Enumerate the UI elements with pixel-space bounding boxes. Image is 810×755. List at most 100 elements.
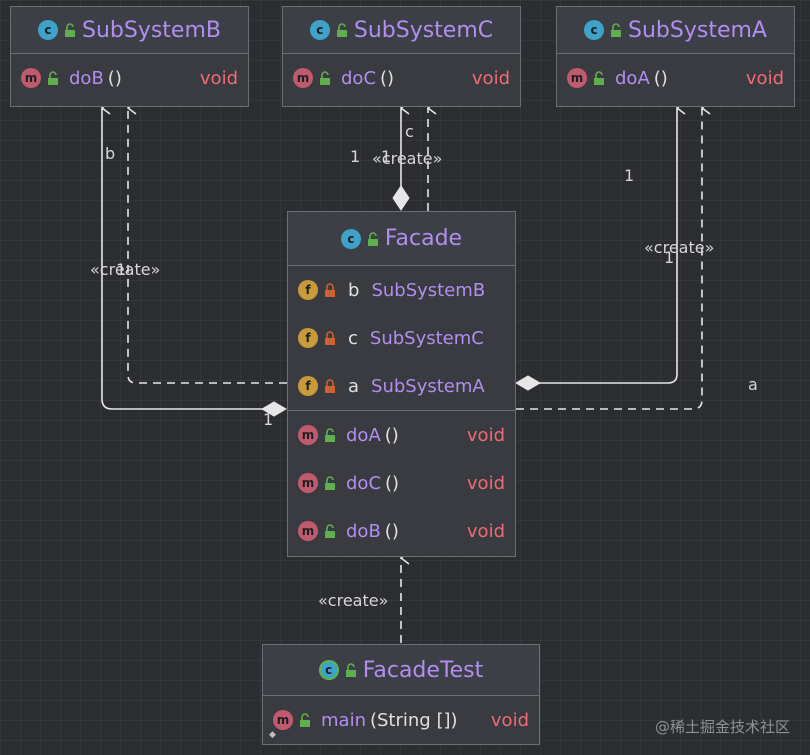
public-lock-icon bbox=[336, 23, 347, 37]
method-icon: m bbox=[273, 710, 293, 730]
method-row[interactable]: m doC () void bbox=[283, 54, 520, 102]
class-header: c SubSystemC bbox=[283, 7, 520, 54]
create-label-c: «create» bbox=[372, 149, 443, 168]
method-row[interactable]: m doA () void bbox=[557, 54, 794, 102]
private-lock-icon bbox=[325, 379, 335, 393]
private-lock-icon bbox=[325, 283, 335, 297]
association-b-line bbox=[102, 108, 272, 410]
return-type: void bbox=[745, 67, 784, 89]
method-params: () bbox=[380, 67, 395, 89]
field-type: SubSystemB bbox=[371, 279, 486, 301]
return-type: void bbox=[471, 67, 510, 89]
class-name: Facade bbox=[384, 226, 463, 251]
create-label-a: «create» bbox=[644, 238, 715, 257]
role-label-a: a bbox=[748, 375, 758, 394]
create-b-line bbox=[128, 108, 287, 384]
public-lock-icon bbox=[611, 23, 622, 37]
multiplicity-label-overlap: 1 bbox=[664, 248, 675, 267]
class-box-subsystem-c[interactable]: c SubSystemC m doC () void bbox=[282, 6, 521, 107]
method-row[interactable]: m main (String []) void ◆ bbox=[263, 696, 539, 744]
watermark: @稀土掘金技术社区 bbox=[654, 718, 790, 736]
field-row[interactable]: f c SubSystemC bbox=[288, 314, 515, 362]
class-name: SubSystemA bbox=[628, 17, 767, 43]
private-lock-icon bbox=[325, 331, 335, 345]
class-header: c SubSystemB bbox=[11, 7, 248, 54]
method-name: doA bbox=[615, 67, 650, 89]
return-type: void bbox=[466, 520, 505, 542]
field-icon: f bbox=[298, 328, 318, 348]
method-icon: m bbox=[21, 68, 41, 88]
method-params: () bbox=[384, 424, 399, 446]
class-name: SubSystemB bbox=[81, 17, 221, 43]
public-lock-icon bbox=[325, 476, 335, 490]
public-lock-icon bbox=[325, 428, 335, 442]
public-lock-icon bbox=[320, 71, 330, 85]
method-params: () bbox=[653, 67, 668, 89]
field-icon: f bbox=[298, 376, 318, 396]
field-name: b bbox=[348, 279, 360, 301]
return-type: void bbox=[466, 424, 505, 446]
method-name: main bbox=[321, 709, 366, 731]
method-params: (String []) bbox=[369, 709, 458, 731]
method-params: () bbox=[384, 520, 399, 542]
method-icon: m bbox=[298, 521, 318, 541]
class-icon: c bbox=[309, 20, 330, 40]
create-label-b: «create» bbox=[90, 260, 161, 279]
class-icon: c bbox=[37, 20, 58, 40]
class-header: c FacadeTest bbox=[263, 645, 539, 696]
static-marker-icon: ◆ bbox=[269, 730, 276, 740]
multiplicity-label-c: 1 bbox=[350, 147, 361, 166]
field-type: SubSystemA bbox=[371, 375, 485, 397]
class-box-subsystem-b[interactable]: c SubSystemB m doB () void bbox=[10, 6, 249, 107]
class-box-facade-test[interactable]: c FacadeTest m main (String []) void ◆ bbox=[262, 644, 540, 745]
method-name: doA bbox=[346, 424, 381, 446]
create-a-line bbox=[516, 108, 702, 410]
role-label-c: c bbox=[405, 122, 414, 141]
method-params: () bbox=[107, 67, 122, 89]
method-name: doB bbox=[69, 67, 104, 89]
field-type: SubSystemC bbox=[369, 327, 484, 349]
method-row[interactable]: m doB () void bbox=[11, 54, 248, 102]
method-icon: m bbox=[567, 68, 587, 88]
class-box-facade[interactable]: c Facade f b SubSystemB f c SubSystemC f… bbox=[287, 211, 516, 557]
field-icon: f bbox=[298, 280, 318, 300]
method-name: doC bbox=[341, 67, 377, 89]
class-name: SubSystemC bbox=[353, 17, 494, 43]
field-row[interactable]: f a SubSystemA bbox=[288, 362, 515, 411]
class-icon: c bbox=[340, 228, 361, 249]
multiplicity-label-a: 1 bbox=[624, 166, 635, 185]
public-lock-icon bbox=[325, 524, 335, 538]
public-lock-icon bbox=[367, 231, 378, 246]
return-type: void bbox=[199, 67, 238, 89]
method-params: () bbox=[385, 472, 400, 494]
method-row[interactable]: m doA () void bbox=[288, 411, 515, 459]
association-a-line bbox=[538, 108, 677, 384]
multiplicity-label-b: 1 bbox=[263, 410, 274, 429]
class-name: FacadeTest bbox=[362, 657, 484, 683]
composition-diamond-c bbox=[392, 185, 410, 211]
return-type: void bbox=[466, 472, 505, 494]
public-lock-icon bbox=[300, 713, 310, 727]
method-icon: m bbox=[298, 473, 318, 493]
composition-diamond-a bbox=[515, 375, 541, 391]
role-label-b: b bbox=[105, 144, 116, 163]
composition-diamond-b bbox=[261, 401, 287, 417]
multiplicity-label-overlap: 1 bbox=[116, 260, 127, 279]
method-name: doB bbox=[346, 520, 381, 542]
public-lock-icon bbox=[48, 71, 58, 85]
class-box-subsystem-a[interactable]: c SubSystemA m doA () void bbox=[556, 6, 795, 107]
method-icon: m bbox=[293, 68, 313, 88]
return-type: void bbox=[490, 709, 529, 731]
class-icon: c bbox=[318, 660, 339, 680]
public-lock-icon bbox=[345, 663, 356, 677]
public-lock-icon bbox=[64, 23, 75, 37]
class-icon: c bbox=[584, 20, 605, 40]
field-name: c bbox=[348, 327, 358, 349]
public-lock-icon bbox=[594, 71, 604, 85]
method-row[interactable]: m doC () void bbox=[288, 459, 515, 507]
method-name: doC bbox=[346, 472, 382, 494]
method-row[interactable]: m doB () void bbox=[288, 507, 515, 555]
field-row[interactable]: f b SubSystemB bbox=[288, 266, 515, 314]
field-name: a bbox=[348, 375, 360, 397]
